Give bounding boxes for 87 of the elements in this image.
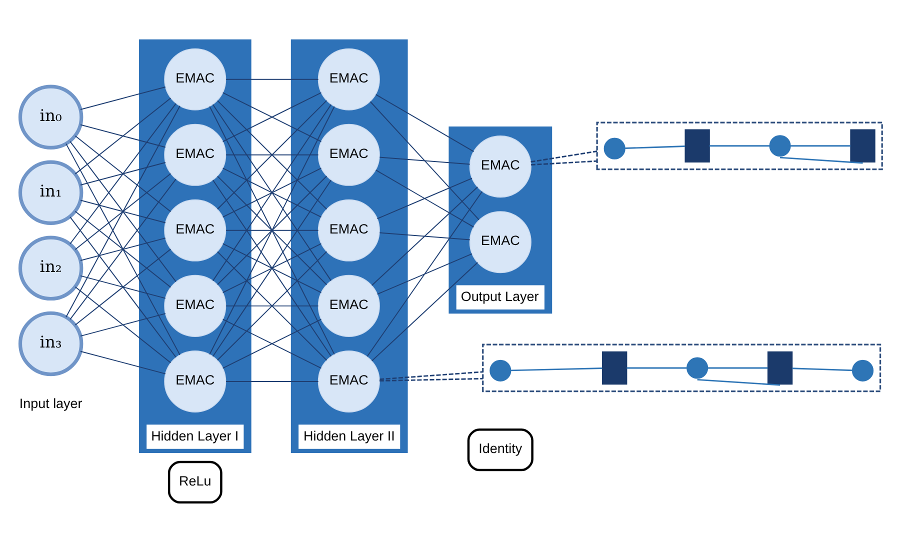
connector xyxy=(792,368,852,372)
connector xyxy=(379,378,483,382)
connector xyxy=(626,367,687,369)
node-circle: EMAC xyxy=(318,124,380,186)
connector xyxy=(375,94,474,152)
node-box xyxy=(850,129,876,163)
connector xyxy=(697,378,780,386)
connector xyxy=(380,371,483,380)
node-circle: EMAC xyxy=(469,136,532,198)
connector xyxy=(74,173,172,250)
connector xyxy=(80,162,166,186)
node-circle: in₁ xyxy=(18,160,84,226)
connector xyxy=(66,143,180,356)
connector xyxy=(376,253,472,295)
connector xyxy=(70,178,176,320)
node-circle xyxy=(769,135,791,157)
node-circle: EMAC xyxy=(318,199,380,262)
connector xyxy=(74,210,172,288)
node-circle: EMAC xyxy=(164,48,226,110)
connector xyxy=(625,146,686,149)
cluster xyxy=(596,122,883,170)
connector xyxy=(222,168,322,218)
connector xyxy=(530,160,598,166)
node-circle: in₃ xyxy=(18,311,84,376)
node-circle: EMAC xyxy=(164,274,226,337)
connector xyxy=(222,318,322,369)
node-circle xyxy=(490,360,512,382)
label: Input layer xyxy=(19,396,82,411)
connector xyxy=(212,180,332,357)
node-circle: EMAC xyxy=(164,199,226,262)
node-circle: in₂ xyxy=(18,236,84,301)
node-circle: EMAC xyxy=(318,48,380,110)
connector xyxy=(530,150,598,163)
connector xyxy=(80,200,166,224)
connector xyxy=(379,156,470,165)
node-circle: EMAC xyxy=(318,350,380,412)
node-circle: in₀ xyxy=(18,84,84,150)
connector xyxy=(217,100,328,210)
connector xyxy=(222,92,322,142)
node-circle xyxy=(604,138,626,160)
connector xyxy=(80,238,166,262)
connector xyxy=(226,305,319,306)
node-circle: EMAC xyxy=(164,350,226,412)
cluster xyxy=(482,344,882,392)
connector xyxy=(74,135,172,212)
connector xyxy=(80,350,166,374)
node-box xyxy=(684,129,710,163)
node-box: Identity xyxy=(467,428,534,472)
connector xyxy=(226,380,319,382)
connector xyxy=(217,251,328,361)
connector xyxy=(70,216,176,358)
connector xyxy=(66,105,180,318)
connector xyxy=(371,262,478,362)
connector xyxy=(376,178,472,220)
connector xyxy=(74,286,172,364)
node-box xyxy=(767,351,793,385)
connector xyxy=(74,98,172,174)
node-circle xyxy=(852,360,874,382)
node-circle: EMAC xyxy=(164,124,226,186)
connector xyxy=(379,232,470,240)
connector xyxy=(226,78,319,80)
connector xyxy=(70,103,176,244)
connector xyxy=(370,101,480,220)
connector xyxy=(510,368,602,372)
connector xyxy=(226,154,319,156)
node-box xyxy=(602,351,628,385)
connector xyxy=(780,156,863,164)
connector xyxy=(74,248,172,326)
connector xyxy=(790,145,850,147)
connector xyxy=(80,86,166,110)
connector xyxy=(80,275,166,299)
node-box: ReLu xyxy=(168,460,222,504)
connector xyxy=(222,243,322,294)
connector xyxy=(80,313,166,337)
connector xyxy=(709,145,770,147)
connector xyxy=(371,186,478,286)
connector xyxy=(209,106,335,355)
node-circle: EMAC xyxy=(469,211,532,274)
connector xyxy=(366,191,483,357)
node-circle: EMAC xyxy=(318,274,380,337)
node-circle xyxy=(686,357,708,379)
connector xyxy=(375,170,474,228)
connector xyxy=(70,140,176,282)
connector xyxy=(217,176,328,286)
connector xyxy=(80,124,166,148)
connector xyxy=(226,230,319,231)
connector xyxy=(708,367,768,369)
